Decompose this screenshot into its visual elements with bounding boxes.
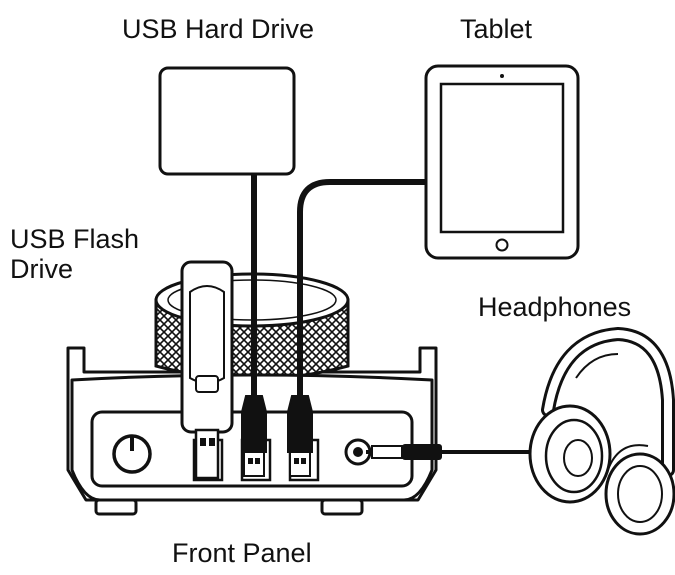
headphones-icon [528,326,675,536]
tablet-icon [424,64,580,260]
usb-plug-hard-drive [241,395,267,477]
label-usb-hard-drive: USB Hard Drive [122,14,315,44]
label-usb-flash-drive-line2: Drive [10,254,74,284]
usb-flash-drive-icon [180,260,234,480]
usb-plug-tablet [287,395,313,477]
usb-hard-drive-icon [158,66,296,176]
label-tablet: Tablet [460,14,533,44]
knob-icon [112,434,152,474]
label-front-panel: Front Panel [172,538,312,568]
label-usb-flash-drive: USB Flash Drive [10,224,180,284]
label-headphones: Headphones [478,292,632,322]
label-usb-flash-drive-line1: USB Flash [10,224,140,254]
